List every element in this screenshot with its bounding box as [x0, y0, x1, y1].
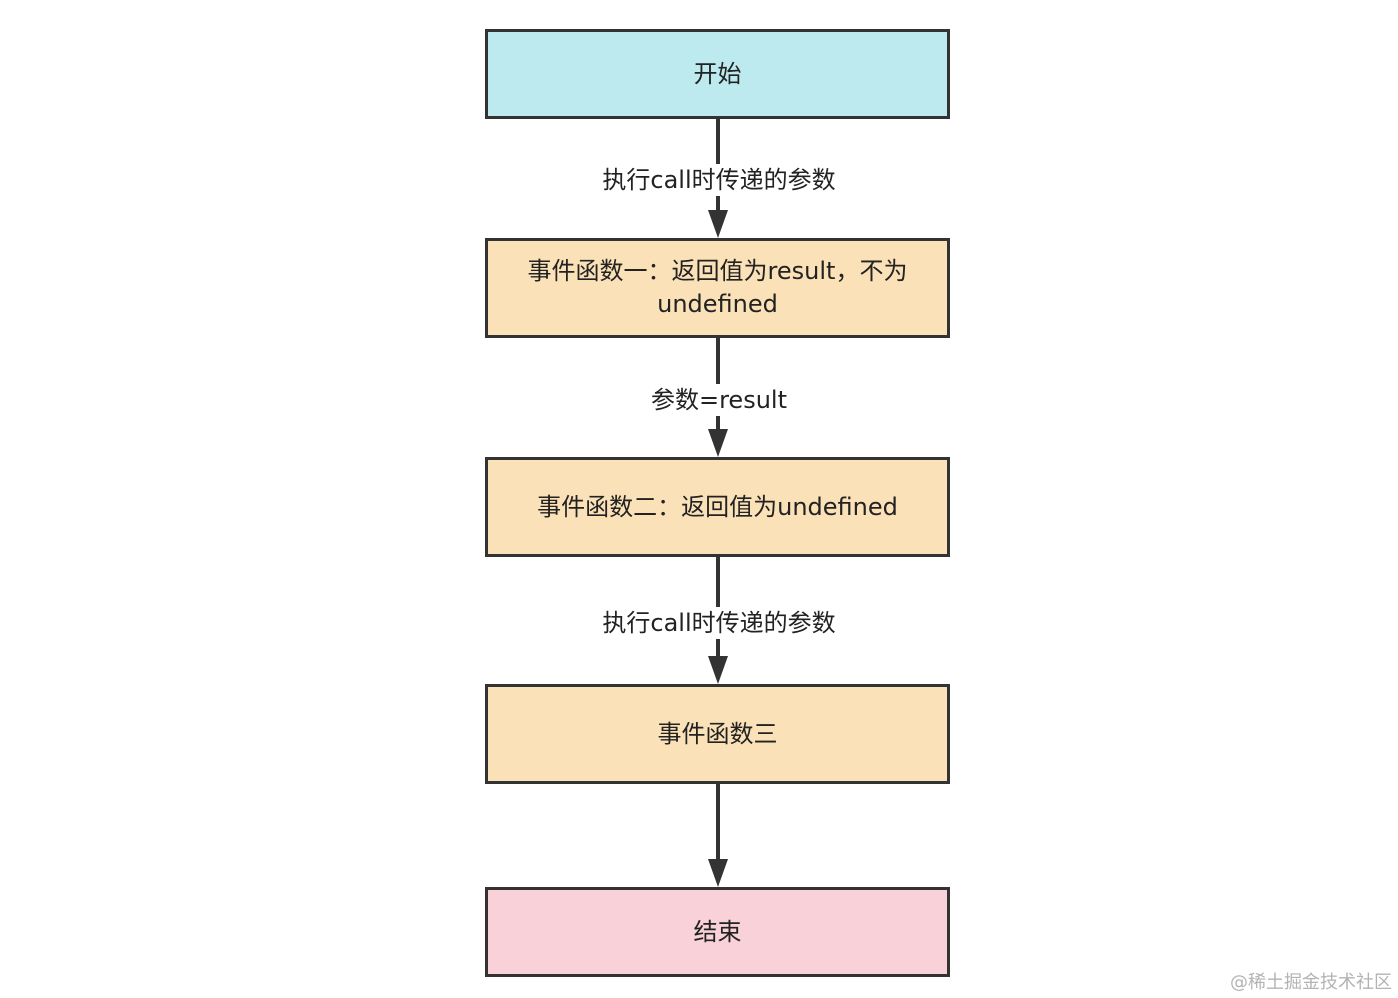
arrow-head-icon — [708, 210, 728, 238]
edge-label-call-args-2: 执行call时传递的参数 — [569, 607, 869, 639]
start-node-label: 开始 — [693, 59, 742, 88]
event-function-3-label: 事件函数三 — [657, 719, 778, 748]
arrow-head-icon — [708, 429, 728, 457]
event-function-3-node: 事件函数三 — [485, 684, 950, 784]
start-node: 开始 — [485, 29, 950, 119]
edge-label-param-result: 参数=result — [569, 384, 869, 416]
arrow-head-icon — [708, 859, 728, 887]
edge-label-call-args-1: 执行call时传递的参数 — [569, 164, 869, 196]
edge-fn3-to-end — [708, 784, 728, 887]
end-node-label: 结束 — [693, 917, 742, 946]
end-node: 结束 — [485, 887, 950, 977]
event-function-2-node: 事件函数二：返回值为undefined — [485, 457, 950, 557]
event-function-1-text: 事件函数一：返回值为result，不为 undefined — [528, 255, 908, 321]
event-function-1-label-line1: 事件函数一：返回值为result，不为 — [527, 257, 908, 285]
arrow-head-icon — [708, 656, 728, 684]
watermark: @稀土掘金技术社区 — [1230, 972, 1392, 993]
event-function-1-node: 事件函数一：返回值为result，不为 undefined — [485, 238, 950, 338]
event-function-2-label: 事件函数二：返回值为undefined — [537, 492, 898, 521]
event-function-1-label-line2: undefined — [657, 290, 778, 318]
